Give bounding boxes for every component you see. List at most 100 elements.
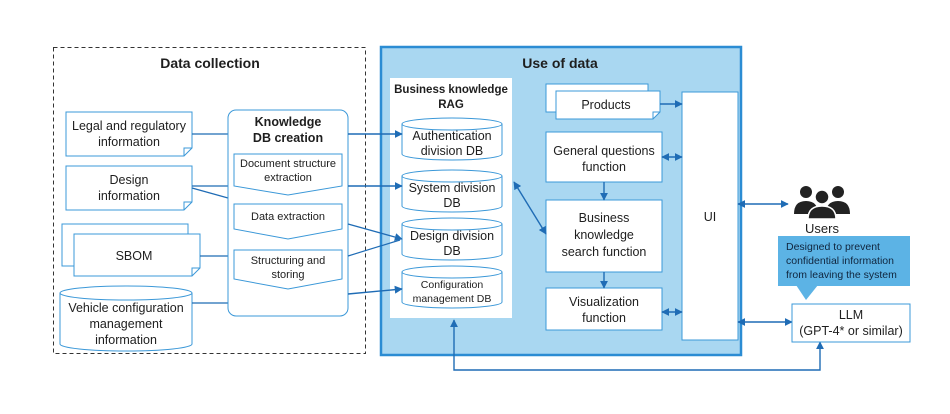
source-design-line-1: Design (110, 173, 149, 187)
business-knowledge-rag-panel: Business knowledge RAG Authentication di… (390, 78, 512, 318)
callout-line-2: confidential information (786, 255, 894, 267)
products-documents: Products (545, 83, 661, 120)
visualization-line-2: function (582, 311, 626, 325)
visualization-function-box: Visualization function (545, 287, 663, 331)
db-system-line-1: System division (409, 181, 496, 195)
ui-box: UI (681, 91, 739, 341)
knowledge-db-title-line-1: Knowledge (255, 115, 322, 129)
step-structuring-and-storing: Structuring and storing (233, 249, 343, 290)
users-group: Users (794, 186, 850, 236)
document-fold (183, 147, 192, 156)
db-auth-line-1: Authentication (412, 129, 491, 143)
db-system-division: System division DB (401, 169, 503, 213)
document-shape-front (73, 233, 201, 277)
step-chevron (233, 153, 343, 196)
general-questions-line-2: function (582, 160, 626, 174)
search-function-line-1: Business (579, 211, 630, 225)
cylinder-top-rim (401, 175, 503, 183)
source-sbom-label: SBOM (116, 249, 153, 263)
document-shape-front (555, 90, 661, 120)
db-config-line-1: Configuration (421, 279, 484, 291)
data-collection-title: Data collection (160, 55, 260, 71)
step-chevron (233, 203, 343, 240)
db-configuration-management: Configuration management DB (401, 265, 503, 309)
callout-line-1: Designed to prevent (786, 241, 880, 253)
document-fold (652, 111, 660, 119)
document-shape (65, 165, 193, 211)
source-legal-line-2: information (98, 135, 160, 149)
source-vehicle-config-cylinder: Vehicle configuration management informa… (59, 285, 193, 352)
callout-line-3: from leaving the system (786, 269, 897, 281)
use-of-data-title: Use of data (522, 55, 598, 71)
ui-label: UI (704, 210, 717, 224)
cylinder-body (401, 117, 503, 161)
source-design-line-2: information (98, 189, 160, 203)
arrow-kb-to-design-db-1 (347, 223, 403, 241)
step-chevron (233, 249, 343, 290)
cylinder-body (401, 265, 503, 309)
confidentiality-callout: Designed to prevent confidential informa… (778, 236, 910, 300)
users-label: Users (805, 221, 839, 236)
cylinder-top-rim (401, 271, 503, 279)
arrow-kb-to-config-db (347, 285, 403, 295)
db-auth-line-2: division DB (421, 144, 484, 158)
function-frame (545, 131, 663, 183)
step-data-extraction: Data extraction (233, 203, 343, 240)
visualization-line-1: Visualization (569, 295, 639, 309)
db-design-line-1: Design division (410, 229, 494, 243)
rag-title-line-2: RAG (438, 99, 464, 111)
line-design-to-kb-2 (191, 187, 229, 199)
document-fold (183, 201, 192, 210)
general-questions-function-box: General questions function (545, 131, 663, 183)
db-system-line-2: DB (443, 196, 460, 210)
general-questions-line-1: General questions (553, 144, 654, 158)
ui-frame (681, 91, 739, 341)
callout-tail (796, 285, 818, 300)
source-vehicle-line-3: information (95, 333, 157, 347)
cylinder-top-rim (401, 123, 503, 131)
callout-box (778, 236, 910, 286)
db-config-line-2: management DB (413, 293, 492, 305)
source-design-document: Design information (65, 165, 193, 211)
knowledge-db-title-line-2: DB creation (253, 131, 323, 145)
document-shape (65, 111, 193, 157)
db-authentication-division: Authentication division DB (401, 117, 503, 161)
knowledge-db-creation-box: Knowledge DB creation Document structure… (227, 109, 349, 317)
llm-line-1: LLM (839, 308, 863, 322)
cylinder-top-rim (401, 223, 503, 231)
cylinder-body (401, 169, 503, 213)
rag-title-line-1: Business knowledge (394, 84, 508, 96)
users-icon (794, 186, 850, 220)
step-1-line-2: extraction (264, 172, 312, 184)
llm-box: LLM (GPT-4* or similar) (791, 303, 911, 343)
step-1-line-1: Document structure (240, 158, 336, 170)
step-2-line-1: Data extraction (251, 211, 325, 223)
data-collection-panel: Data collection Legal and regulatory inf… (53, 47, 366, 354)
search-function-line-2: knowledge (574, 228, 634, 242)
use-of-data-panel: Use of data Business knowledge RAG Authe… (379, 45, 743, 357)
step-3-line-2: storing (271, 269, 304, 281)
db-design-line-2: DB (443, 244, 460, 258)
llm-frame (791, 303, 911, 343)
step-document-structure-extraction: Document structure extraction (233, 153, 343, 196)
source-vehicle-line-1: Vehicle configuration (68, 301, 183, 315)
cylinder-body (401, 217, 503, 261)
source-vehicle-line-2: management (90, 317, 163, 331)
products-label: Products (581, 98, 630, 112)
arrow-rag-search (513, 181, 547, 235)
document-fold (191, 267, 200, 276)
db-design-division: Design division DB (401, 217, 503, 261)
cylinder-body (59, 285, 193, 352)
llm-line-2: (GPT-4* or similar) (799, 324, 902, 338)
source-legal-line-1: Legal and regulatory (72, 119, 187, 133)
arrow-llm-rag-loop (450, 319, 824, 371)
cylinder-top-rim (59, 292, 193, 301)
function-frame (545, 199, 663, 273)
business-knowledge-search-function-box: Business knowledge search function (545, 199, 663, 273)
search-function-line-3: search function (562, 245, 647, 259)
line-kb-to-design-db-2 (347, 239, 401, 257)
source-sbom-documents: SBOM (61, 223, 201, 277)
source-legal-document: Legal and regulatory information (65, 111, 193, 157)
step-3-line-1: Structuring and (251, 255, 326, 267)
